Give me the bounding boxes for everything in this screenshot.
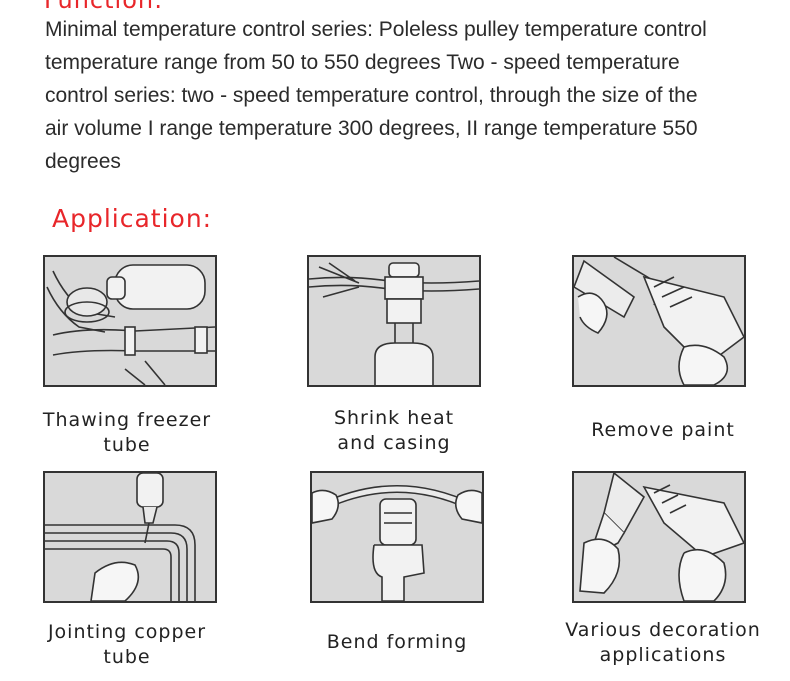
function-description: Minimal temperature control series: Pole…: [45, 13, 745, 178]
function-heading: Function:: [44, 0, 164, 14]
description-line: Minimal temperature control series: Pole…: [45, 18, 707, 41]
description-line: air volume I range temperature 300 degre…: [45, 117, 698, 140]
caption-line: Jointing copper: [47, 621, 207, 643]
caption-shrink-heat-casing: Shrink heat and casing: [284, 406, 504, 456]
thawing-freezer-tube-illustration: [43, 255, 217, 387]
caption-line: Remove paint: [591, 419, 735, 441]
description-line: control series: two - speed temperature …: [45, 84, 698, 107]
caption-line: Various decoration: [565, 619, 761, 641]
decoration-applications-illustration: [572, 471, 746, 603]
caption-thawing-freezer-tube: Thawing freezer tube: [17, 408, 237, 458]
caption-line: tube: [103, 434, 151, 456]
caption-line: Shrink heat: [333, 407, 455, 429]
description-line: temperature range from 50 to 550 degrees…: [45, 51, 680, 74]
caption-line: applications: [599, 644, 727, 666]
jointing-copper-tube-illustration: [43, 471, 217, 603]
caption-line: Thawing freezer: [42, 409, 212, 431]
remove-paint-illustration: [572, 255, 746, 387]
shrink-heat-casing-illustration: [307, 255, 481, 387]
application-heading: Application:: [52, 204, 213, 233]
bend-forming-illustration: [310, 471, 484, 603]
caption-line: Bend forming: [326, 631, 468, 653]
caption-bend-forming: Bend forming: [287, 630, 507, 655]
caption-jointing-copper-tube: Jointing copper tube: [17, 620, 237, 670]
caption-line: and casing: [337, 432, 451, 454]
caption-decoration-applications: Various decoration applications: [553, 618, 773, 668]
caption-line: tube: [103, 646, 151, 668]
caption-remove-paint: Remove paint: [553, 418, 773, 443]
description-line: degrees: [45, 150, 121, 173]
